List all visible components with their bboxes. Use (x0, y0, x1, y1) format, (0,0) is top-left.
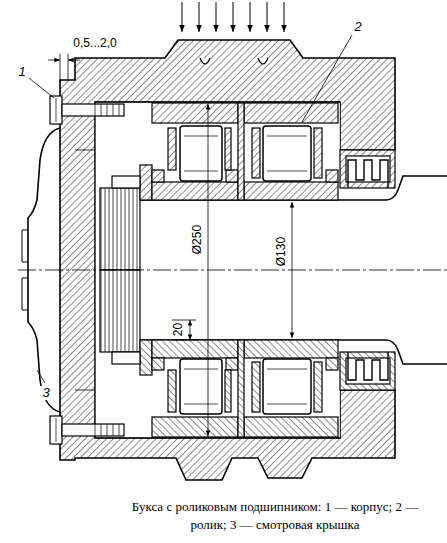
dimension-lines (48, 54, 292, 436)
labyrinth-seal (340, 150, 395, 188)
bearing-half (22, 96, 447, 270)
load-arrows (182, 2, 284, 32)
housing-rib (200, 58, 268, 64)
inner-ring (244, 182, 338, 200)
ring-rib (326, 170, 338, 182)
cage (252, 128, 260, 178)
labyrinth-seal (348, 160, 388, 188)
dimension-label: Ø250 (191, 223, 204, 256)
callout-number: 1 (16, 65, 27, 79)
outer-ring (244, 103, 338, 123)
cage (168, 128, 176, 170)
callout-number: 2 (352, 20, 363, 34)
axle-nut (100, 188, 140, 270)
end-plate (140, 165, 152, 200)
spacer-ring (238, 103, 244, 200)
leader-lines (29, 35, 352, 383)
dimension-label: 0,5...2,0 (71, 37, 118, 50)
dimension-label: Ø130 (275, 235, 288, 268)
centerline (18, 270, 447, 271)
figure-caption: Букса с роликовым подшипником: 1 — корпу… (125, 498, 425, 533)
outer-ring (152, 103, 238, 123)
roller (263, 126, 311, 181)
ring-rib (152, 170, 164, 182)
lock-washer (112, 176, 140, 188)
inner-ring (152, 182, 238, 200)
bolt (62, 104, 124, 116)
inspection-cover (28, 128, 60, 270)
cage (314, 128, 322, 178)
dimension-label: 20 (172, 321, 185, 338)
cage (225, 128, 231, 170)
ring-rib (226, 170, 238, 182)
bolt-head (50, 96, 62, 124)
callout-number: 3 (40, 386, 51, 400)
roller (180, 126, 222, 181)
